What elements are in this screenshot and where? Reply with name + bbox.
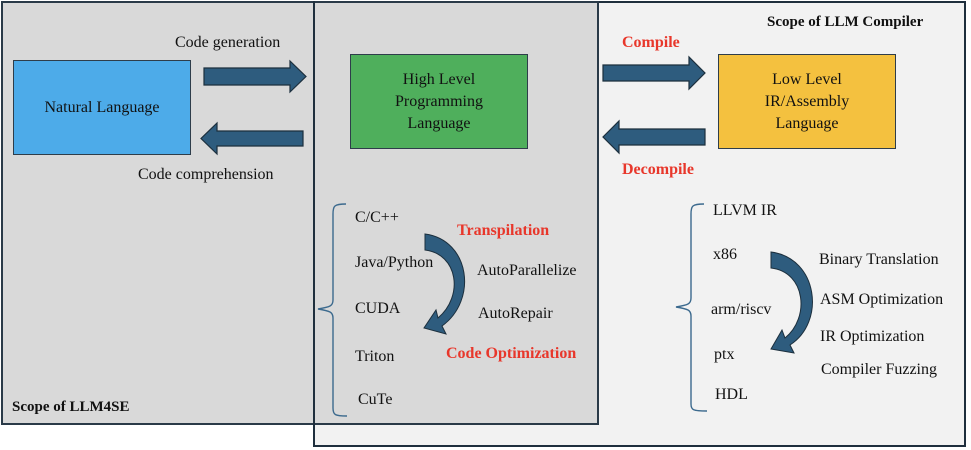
language-item: Java/Python <box>355 254 434 271</box>
language-item: LLVM IR <box>713 202 777 219</box>
compile-arrow-icon <box>602 55 706 91</box>
scope-compiler-label: Scope of LLM Compiler <box>767 14 924 30</box>
transpilation-curved-arrow-icon <box>423 233 465 335</box>
task-item: Compiler Fuzzing <box>821 361 937 378</box>
code-comprehension-label: Code comprehension <box>138 166 274 183</box>
language-item: ptx <box>714 346 735 363</box>
language-item: arm/riscv <box>711 301 772 318</box>
low-level-label-line: Language <box>775 114 839 132</box>
code-optimization-label: Code Optimization <box>446 345 577 362</box>
scope-llm4se-label: Scope of LLM4SE <box>12 399 130 415</box>
language-item: C/C++ <box>355 209 399 226</box>
decompile-arrow-icon <box>602 119 706 155</box>
natural-language-label: Natural Language <box>44 98 160 116</box>
decompile-label: Decompile <box>622 161 694 178</box>
task-item: Binary Translation <box>819 251 939 268</box>
language-item: CUDA <box>355 300 401 317</box>
low-level-languages-brace <box>675 203 708 412</box>
low-level-language-node: Low Level IR/Assembly Language <box>718 54 896 149</box>
autoparallelize-label: AutoParallelize <box>477 262 577 279</box>
task-item: IR Optimization <box>820 328 925 345</box>
natural-language-node: Natural Language <box>13 60 191 155</box>
language-item: Triton <box>355 348 395 365</box>
language-item: x86 <box>713 246 737 263</box>
compile-label: Compile <box>622 34 680 51</box>
code-generation-label: Code generation <box>175 34 281 51</box>
task-item: ASM Optimization <box>820 291 944 308</box>
code-comprehension-arrow-icon <box>200 121 304 156</box>
language-item: HDL <box>715 386 748 403</box>
high-level-label-line: High Level <box>402 70 476 88</box>
high-level-label-line: Language <box>407 114 471 132</box>
transpilation-label: Transpilation <box>457 222 550 239</box>
high-level-label-line: Programming <box>395 92 483 110</box>
language-item: CuTe <box>358 391 393 408</box>
high-level-language-node: High Level Programming Language <box>350 54 528 149</box>
autorepair-label: AutoRepair <box>478 305 553 322</box>
code-generation-arrow-icon <box>203 59 307 94</box>
scope-compiler-border-overlap <box>313 1 315 425</box>
high-level-languages-brace <box>317 203 348 417</box>
binary-translation-curved-arrow-icon <box>770 251 813 354</box>
low-level-label-line: Low Level <box>772 70 842 88</box>
low-level-label-line: IR/Assembly <box>764 92 850 110</box>
